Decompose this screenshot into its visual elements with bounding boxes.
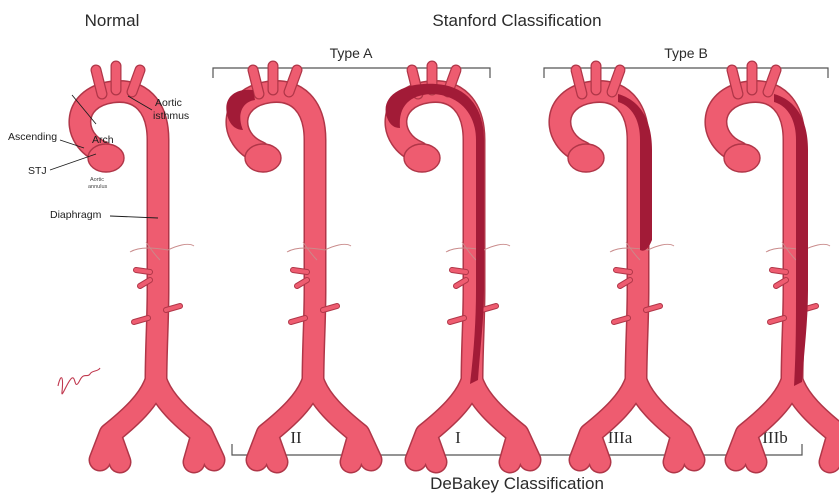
debakey-type-i: I <box>455 428 461 447</box>
label-aortic-isthmus-2: isthmus <box>153 110 189 122</box>
aorta-type-iiib <box>716 66 839 462</box>
aorta-type-ii <box>226 66 371 462</box>
debakey-heading: DeBakey Classification <box>430 474 604 493</box>
label-aortic-annulus-2: annulus <box>88 184 108 190</box>
type-a-label: Type A <box>330 45 373 61</box>
debakey-type-ii: II <box>290 428 302 447</box>
label-stj: STJ <box>28 165 47 177</box>
aorta-type-iiia <box>560 66 694 462</box>
aorta-normal <box>80 66 214 462</box>
label-arch: Arch <box>92 134 114 146</box>
label-ascending: Ascending <box>8 131 57 143</box>
aorta-type-i <box>386 66 530 462</box>
type-b-label: Type B <box>664 45 708 61</box>
artist-signature <box>58 368 100 394</box>
label-aortic-annulus-1: Aortic <box>90 177 104 183</box>
type-b-bracket <box>544 68 828 78</box>
label-aortic-isthmus-1: Aortic <box>155 97 182 109</box>
label-diaphragm: Diaphragm <box>50 209 102 221</box>
normal-heading: Normal <box>85 11 140 30</box>
stanford-heading: Stanford Classification <box>432 11 601 30</box>
